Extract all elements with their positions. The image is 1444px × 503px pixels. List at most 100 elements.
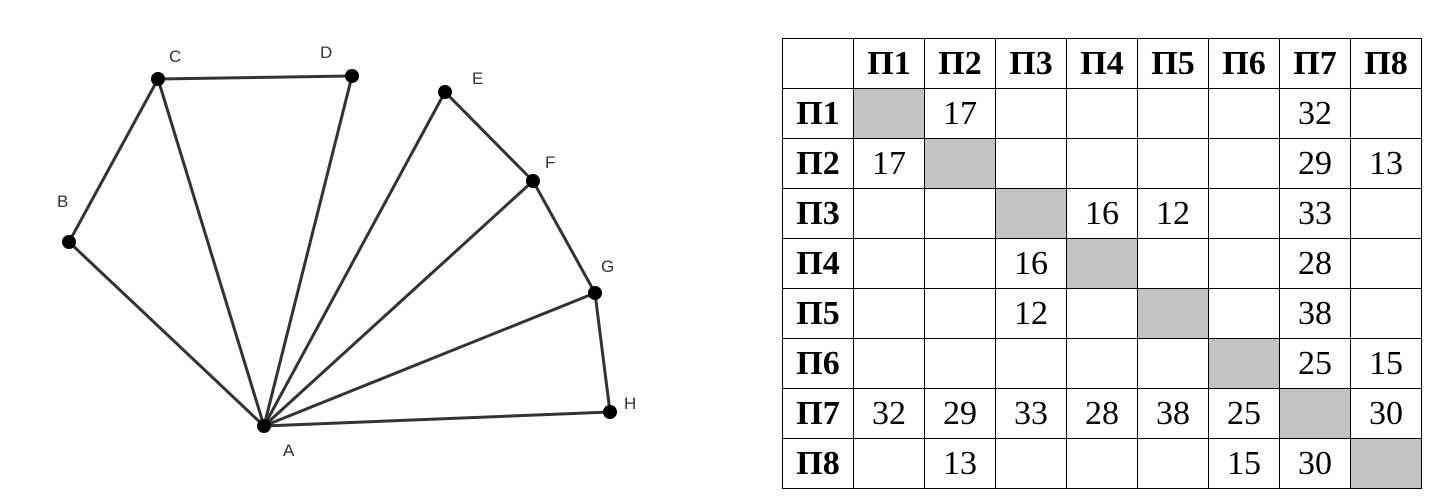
table-cell <box>853 238 925 289</box>
row-header: П8 <box>782 438 854 489</box>
row-header: П3 <box>782 188 854 239</box>
table-cell <box>995 438 1067 489</box>
edge-G-A <box>263 291 596 428</box>
table-cell: 33 <box>995 388 1067 439</box>
table-cell <box>1350 238 1422 289</box>
diagonal-cell <box>1066 238 1138 289</box>
edge-B-A <box>67 240 266 428</box>
table-cell: 29 <box>924 388 996 439</box>
table-cell: 30 <box>1350 388 1422 439</box>
edge-C-A <box>156 78 266 427</box>
column-header: П5 <box>1137 38 1209 89</box>
edge-B-C <box>67 78 160 243</box>
node-F <box>526 174 540 188</box>
node-label-A: A <box>283 441 295 460</box>
node-C <box>151 72 165 86</box>
table-cell: 28 <box>1066 388 1138 439</box>
table-cell <box>1350 188 1422 239</box>
table-cell: 12 <box>995 288 1067 339</box>
node-G <box>588 286 602 300</box>
table-cell: 33 <box>1279 188 1351 239</box>
table-cell: 16 <box>1066 188 1138 239</box>
table-cell <box>924 288 996 339</box>
table-cell <box>1066 438 1138 489</box>
diagonal-cell <box>1350 438 1422 489</box>
table-cell <box>1350 88 1422 139</box>
table-cell: 29 <box>1279 138 1351 189</box>
table-cell <box>1066 88 1138 139</box>
node-A <box>257 419 271 433</box>
table-row: П5 12 38 <box>782 288 1422 339</box>
node-H <box>603 405 617 419</box>
table-cell <box>995 138 1067 189</box>
row-header: П1 <box>782 88 854 139</box>
diagonal-cell <box>853 88 925 139</box>
table-row: П1 17 32 <box>782 88 1422 139</box>
node-label-G: G <box>601 257 614 276</box>
node-label-C: C <box>169 47 181 66</box>
edge-C-D <box>157 74 353 81</box>
node-D <box>345 69 359 83</box>
node-B <box>62 235 76 249</box>
table-cell: 32 <box>1279 88 1351 139</box>
table-cell <box>995 338 1067 389</box>
row-header: П6 <box>782 338 854 389</box>
column-header: П8 <box>1350 38 1422 89</box>
row-header: П5 <box>782 288 854 339</box>
edge-F-G <box>531 180 597 294</box>
column-header: П6 <box>1208 38 1280 89</box>
node-label-H: H <box>624 394 636 413</box>
table-cell: 13 <box>924 438 996 489</box>
row-header: П2 <box>782 138 854 189</box>
edge-F-A <box>262 179 535 428</box>
column-header: П2 <box>924 38 996 89</box>
table-cell <box>1066 288 1138 339</box>
table-cell <box>924 338 996 389</box>
table-cell <box>1208 88 1280 139</box>
table-cell <box>853 438 925 489</box>
table-cell <box>853 288 925 339</box>
table-cell: 17 <box>924 88 996 139</box>
column-header: П4 <box>1066 38 1138 89</box>
table-cell: 15 <box>1350 338 1422 389</box>
column-header: П7 <box>1279 38 1351 89</box>
table-cell: 12 <box>1137 188 1209 239</box>
table-cell: 25 <box>1279 338 1351 389</box>
edge-E-A <box>262 91 447 427</box>
table-cell: 15 <box>1208 438 1280 489</box>
table-cell: 25 <box>1208 388 1280 439</box>
table-cell <box>1208 188 1280 239</box>
table-cell <box>1208 288 1280 339</box>
node-label-F: F <box>545 153 555 172</box>
node-label-E: E <box>472 69 483 88</box>
table-cell: 38 <box>1279 288 1351 339</box>
diagonal-cell <box>1208 338 1280 389</box>
graph-diagram: A B C D E F G H <box>57 43 636 460</box>
diagonal-cell <box>1137 288 1209 339</box>
table-cell <box>1066 338 1138 389</box>
table-cell <box>1137 138 1209 189</box>
node-label-D: D <box>320 43 332 62</box>
node-label-B: B <box>57 192 68 211</box>
table-cell <box>853 188 925 239</box>
row-header: П7 <box>782 388 854 439</box>
table-cell: 16 <box>995 238 1067 289</box>
diagonal-cell <box>924 138 996 189</box>
table-cell: 38 <box>1137 388 1209 439</box>
table-cell <box>1137 438 1209 489</box>
diagonal-cell <box>1279 388 1351 439</box>
table-cell <box>995 88 1067 139</box>
corner-cell <box>782 38 854 89</box>
edge-G-H <box>593 292 612 413</box>
table-cell: 28 <box>1279 238 1351 289</box>
column-header: П1 <box>853 38 925 89</box>
table-cell <box>1137 238 1209 289</box>
table-cell: 32 <box>853 388 925 439</box>
edge-E-F <box>443 90 535 183</box>
table-cell: 30 <box>1279 438 1351 489</box>
